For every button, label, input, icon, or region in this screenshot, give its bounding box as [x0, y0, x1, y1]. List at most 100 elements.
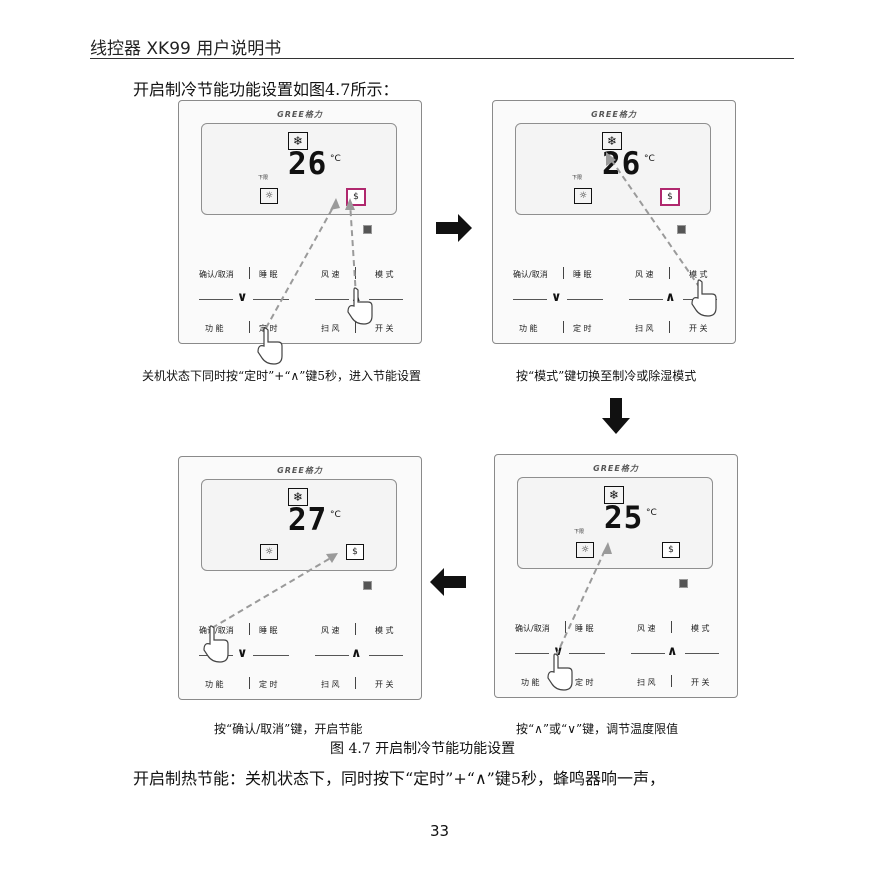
down-arrow-key[interactable]: ∨ [551, 290, 562, 305]
timer-key[interactable]: 定 时 [259, 680, 278, 689]
step-caption-4: 按“确认/取消”键，开启节能 [214, 722, 363, 736]
mode-key[interactable]: 模 式 [689, 270, 708, 279]
down-key-line-right [253, 299, 289, 300]
indicator-led [363, 225, 372, 234]
gree-logo: GREE格力 [277, 110, 323, 119]
celsius-unit: °C [646, 508, 657, 518]
gree-logo: GREE格力 [593, 464, 639, 473]
fan-speed-key[interactable]: 风 速 [321, 626, 340, 635]
timer-icon: ☼ [260, 188, 278, 204]
energy-saving-icon: $ [346, 188, 366, 206]
up-key-line-left [315, 655, 349, 656]
mode-key[interactable]: 模 式 [691, 624, 710, 633]
down-key-line-right [569, 653, 605, 654]
down-key-line-left [199, 655, 233, 656]
confirm-cancel-key[interactable]: 确认/取消 [515, 624, 550, 633]
arrow-right-icon [436, 214, 472, 242]
arrow-down-icon [602, 398, 630, 434]
gree-logo: GREE格力 [591, 110, 637, 119]
function-key[interactable]: 功 能 [205, 680, 224, 689]
key-divider [671, 621, 672, 633]
energy-saving-icon: $ [662, 542, 680, 558]
fan-speed-key[interactable]: 风 速 [635, 270, 654, 279]
up-key-line-right [685, 653, 719, 654]
power-key[interactable]: 开 关 [691, 678, 710, 687]
timer-icon: ☼ [260, 544, 278, 560]
celsius-unit: °C [330, 510, 341, 520]
key-divider [355, 267, 356, 279]
temperature-readout: 25 [604, 500, 644, 536]
up-arrow-key[interactable]: ∧ [667, 644, 678, 659]
key-divider [355, 321, 356, 333]
celsius-unit: °C [644, 154, 655, 164]
energy-saving-icon: $ [346, 544, 364, 560]
sleep-key[interactable]: 睡 眠 [575, 624, 594, 633]
confirm-cancel-key[interactable]: 确认/取消 [199, 626, 234, 635]
key-divider [669, 267, 670, 279]
function-key[interactable]: 功 能 [519, 324, 538, 333]
function-key[interactable]: 功 能 [521, 678, 540, 687]
step-caption-1: 关机状态下同时按“定时”+“∧”键5秒，进入节能设置 [142, 369, 422, 383]
confirm-cancel-key[interactable]: 确认/取消 [513, 270, 548, 279]
function-key[interactable]: 功 能 [205, 324, 224, 333]
timer-key[interactable]: 定 时 [575, 678, 594, 687]
key-divider [249, 623, 250, 635]
snowflake-icon: ❄ [602, 132, 622, 150]
controller-panel-2: GREE格力 ❄ 26 °C 下限 ☼ $ 确认/取消 睡 眠 风 速 模 式 … [492, 100, 736, 344]
controller-panel-4: GREE格力 ❄ 27 °C ☼ $ 确认/取消 睡 眠 风 速 模 式 ∨ ∧… [178, 456, 422, 700]
intro-text: 开启制冷节能功能设置如图4.7所示： [133, 80, 399, 99]
gree-logo: GREE格力 [277, 466, 323, 475]
key-divider [565, 675, 566, 687]
arrow-left-icon [430, 568, 466, 596]
key-divider [355, 623, 356, 635]
down-arrow-key[interactable]: ∨ [237, 290, 248, 305]
timer-key[interactable]: 定 时 [259, 324, 278, 333]
up-arrow-key[interactable]: ∧ [351, 646, 362, 661]
lower-limit-label: 下限 [258, 175, 269, 181]
fan-speed-key[interactable]: 风 速 [637, 624, 656, 633]
temperature-readout: 27 [288, 502, 328, 538]
down-key-line-left [199, 299, 233, 300]
swing-key[interactable]: 扫 风 [321, 680, 340, 689]
sleep-key[interactable]: 睡 眠 [259, 626, 278, 635]
sleep-key[interactable]: 睡 眠 [259, 270, 278, 279]
energy-saving-icon: $ [660, 188, 680, 206]
down-arrow-key[interactable]: ∨ [237, 646, 248, 661]
lcd-screen: ❄ 25 °C 下限 ☼ $ [517, 477, 713, 569]
power-key[interactable]: 开 关 [375, 680, 394, 689]
up-key-line-left [631, 653, 665, 654]
up-key-line-right [683, 299, 717, 300]
step-caption-3: 按“∧”或“∨”键，调节温度限值 [516, 722, 679, 736]
mode-key[interactable]: 模 式 [375, 270, 394, 279]
swing-key[interactable]: 扫 风 [635, 324, 654, 333]
down-key-line-right [253, 655, 289, 656]
indicator-led [363, 581, 372, 590]
celsius-unit: °C [330, 154, 341, 164]
confirm-cancel-key[interactable]: 确认/取消 [199, 270, 234, 279]
lower-limit-label: 下限 [572, 175, 583, 181]
lcd-screen: ❄ 26 °C 下限 ☼ $ [515, 123, 711, 215]
lcd-screen: ❄ 26 °C 下限 ☼ $ [201, 123, 397, 215]
key-divider [249, 267, 250, 279]
key-divider [671, 675, 672, 687]
up-key-line-left [315, 299, 349, 300]
power-key[interactable]: 开 关 [689, 324, 708, 333]
up-arrow-key[interactable]: ∧ [351, 290, 362, 305]
swing-key[interactable]: 扫 风 [637, 678, 656, 687]
timer-key[interactable]: 定 时 [573, 324, 592, 333]
power-key[interactable]: 开 关 [375, 324, 394, 333]
timer-icon: ☼ [576, 542, 594, 558]
down-key-line-left [513, 299, 547, 300]
down-key-line-right [567, 299, 603, 300]
up-arrow-key[interactable]: ∧ [665, 290, 676, 305]
sleep-key[interactable]: 睡 眠 [573, 270, 592, 279]
snowflake-icon: ❄ [288, 488, 308, 506]
swing-key[interactable]: 扫 风 [321, 324, 340, 333]
down-key-line-left [515, 653, 549, 654]
fan-speed-key[interactable]: 风 速 [321, 270, 340, 279]
down-arrow-key[interactable]: ∨ [553, 644, 564, 659]
up-key-line-left [629, 299, 663, 300]
mode-key[interactable]: 模 式 [375, 626, 394, 635]
up-key-line-right [369, 299, 403, 300]
snowflake-icon: ❄ [604, 486, 624, 504]
